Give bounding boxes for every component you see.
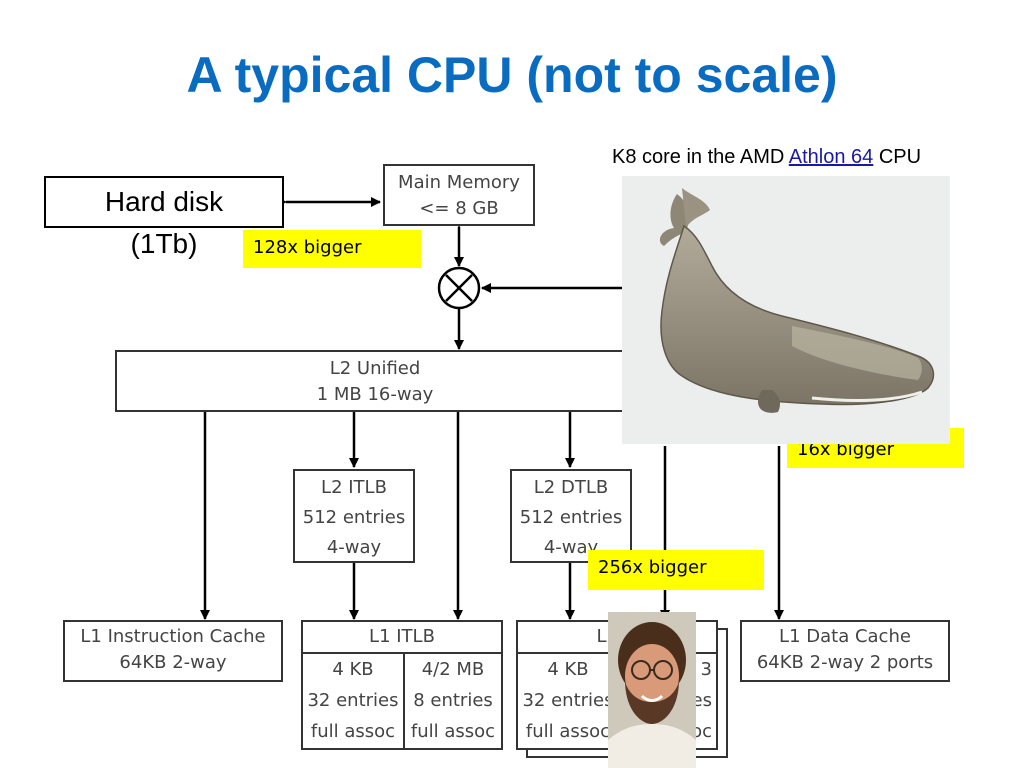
l2-dtlb-assoc: 4-way (543, 537, 599, 558)
person-photo (608, 612, 696, 768)
l2-dtlb-entries: 512 entries (519, 507, 623, 528)
main-memory-size: <= 8 GB (419, 198, 499, 219)
l1-itlb-col2-entries: 8 entries (413, 690, 493, 711)
l1-itlb-col1-assoc: full assoc (310, 721, 396, 742)
l1-itlb-col2-assoc: full assoc (410, 721, 496, 742)
l1-itlb-col-4mb: 4/2 MB 8 entries full assoc (405, 654, 501, 750)
l1-icache-label: L1 Instruction Cache (80, 626, 266, 647)
l2-dtlb-label: L2 DTLB (533, 477, 609, 498)
l1-itlb-col1-size: 4 KB (332, 659, 374, 680)
l1-dcache-label: L1 Data Cache (779, 626, 911, 647)
l2-itlb-label: L2 ITLB (321, 477, 387, 498)
athlon-64-link[interactable]: Athlon 64 (788, 146, 874, 168)
l2-itlb-entries: 512 entries (302, 507, 406, 528)
l1-dtlb-col-large: 3 es oc (620, 654, 716, 750)
l2-unified-box: L2 Unified 1 MB 16-way (115, 350, 635, 412)
l1-dtlb-col1-entries: 32 entries (522, 690, 614, 711)
l1-dcache-box: L1 Data Cache 64KB 2-way 2 ports (740, 620, 950, 682)
main-memory-box: Main Memory <= 8 GB (383, 164, 535, 226)
l1-itlb-col2-size: 4/2 MB (421, 659, 485, 680)
hard-disk-size: (1Tb) (130, 228, 198, 259)
l1-dtlb-col2-size: 3 (700, 659, 712, 680)
crossbar-icon (437, 266, 481, 310)
l1-dtlb-col1-size: 4 KB (547, 659, 589, 680)
k8-caption: K8 core in the AMD Athlon 64 CPU (612, 146, 921, 169)
label-128x-bigger: 128x bigger (243, 230, 421, 268)
l1-itlb-box: L1 ITLB 4 KB 32 entries full assoc 4/2 M… (301, 620, 503, 750)
slide-title: A typical CPU (not to scale) (186, 47, 838, 103)
l1-icache-box: L1 Instruction Cache 64KB 2-way (63, 620, 283, 682)
l2-unified-size: 1 MB 16-way (316, 384, 434, 405)
l1-dtlb-col1-assoc: full assoc (525, 721, 611, 742)
l1-dtlb-col2-entries: es (691, 690, 712, 711)
l1-icache-size: 64KB 2-way (119, 652, 227, 673)
l2-dtlb-box: L2 DTLB 512 entries 4-way (510, 469, 632, 563)
l2-itlb-box: L2 ITLB 512 entries 4-way (293, 469, 415, 563)
l1-dcache-size: 64KB 2-way 2 ports (756, 652, 934, 673)
l1-dtlb-col-4kb: 4 KB 32 entries full assoc (518, 654, 620, 750)
caption-suffix: CPU (873, 146, 922, 168)
l1-itlb-title: L1 ITLB (303, 622, 501, 654)
l1-dtlb-col2-assoc: oc (691, 721, 712, 742)
l1-itlb-col1-entries: 32 entries (307, 690, 399, 711)
l1-itlb-col-4kb: 4 KB 32 entries full assoc (303, 654, 405, 750)
l2-unified-label: L2 Unified (329, 358, 421, 379)
hard-disk-box: Hard disk (44, 176, 284, 228)
hard-disk-label: Hard disk (104, 186, 224, 217)
l2-itlb-assoc: 4-way (326, 537, 382, 558)
label-256x-bigger: 256x bigger (588, 550, 764, 590)
main-memory-label: Main Memory (398, 172, 520, 193)
sperm-whale-image (622, 176, 950, 444)
caption-prefix: K8 core in the AMD (612, 146, 789, 168)
